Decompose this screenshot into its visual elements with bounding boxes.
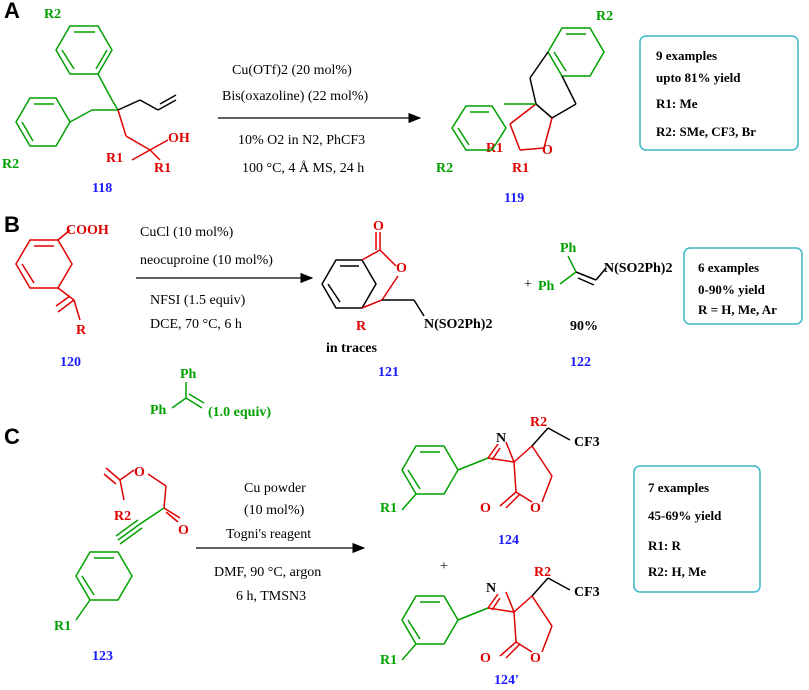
yield-122: 90% [570, 319, 598, 334]
o-label-124-ring: O [530, 501, 541, 516]
panel-label-a: A [4, 0, 20, 23]
molecule-119: R2 O R1 R1 R2 [436, 9, 613, 176]
cond-a-1: Cu(OTf)2 (20 mol%) [232, 63, 352, 78]
ph-label-122-1: Ph [560, 241, 577, 256]
r1-label-a1: R1 [106, 151, 123, 166]
ph-label-reagent-1: Ph [180, 367, 197, 382]
box-b-line-2: 0-90% yield [698, 282, 766, 297]
cooh-label: COOH [66, 223, 109, 238]
cf3-label-124: CF3 [574, 435, 600, 450]
box-a-line-3: R1: Me [656, 96, 698, 111]
r2-label-left: R2 [2, 157, 19, 172]
box-b-line-1: 6 examples [698, 260, 759, 275]
r2-label-123: R2 [114, 509, 131, 524]
oh-label: OH [168, 131, 190, 146]
cond-a-3: 10% O2 in N2, PhCF3 [238, 133, 365, 148]
o-label-123-ether: O [134, 465, 145, 480]
cond-c-3: Togni's reagent [226, 527, 311, 542]
r2-label-119-left: R2 [436, 161, 453, 176]
molecule-122: Ph Ph N(SO2Ph)2 [538, 241, 672, 294]
box-c-line-4: R2: H, Me [648, 564, 706, 579]
r-label-121: R [356, 319, 367, 334]
summary-box-c: 7 examples 45-69% yield R1: R R2: H, Me [633, 465, 761, 593]
box-a-line-4: R2: SMe, CF3, Br [656, 124, 756, 139]
r1-label-119b: R1 [512, 161, 529, 176]
box-c-line-3: R1: R [648, 538, 681, 553]
plus-b: + [524, 277, 532, 292]
o-label-124-carbonyl: O [480, 501, 491, 516]
panel-label-c: C [4, 424, 20, 449]
n-label-124p: N [486, 581, 496, 596]
cond-c-1: Cu powder [244, 481, 306, 496]
cond-b-1: CuCl (10 mol%) [140, 225, 234, 240]
r1-label-124: R1 [380, 501, 397, 516]
molecule-124-prime: R1 N R2 O O CF3 [380, 565, 600, 668]
molecule-123: R2 O O R1 [54, 465, 189, 634]
cond-a-4: 100 °C, 4 Å MS, 24 h [242, 160, 364, 176]
cond-b-4: DCE, 70 °C, 6 h [150, 317, 242, 332]
compound-121: 121 [378, 365, 399, 380]
diphenylethylene-reagent: Ph Ph (1.0 equiv) [150, 367, 271, 420]
compound-122: 122 [570, 355, 591, 370]
o-label-124p-carbonyl: O [480, 651, 491, 666]
compound-118: 118 [92, 181, 112, 196]
cond-b-3: NFSI (1.5 equiv) [150, 293, 246, 308]
summary-box-b: 6 examples 0-90% yield R = H, Me, Ar [683, 247, 803, 325]
summary-box-a: 9 examples upto 81% yield R1: Me R2: SMe… [639, 35, 799, 151]
r-label-120: R [76, 323, 87, 338]
ph-label-122-2: Ph [538, 279, 555, 294]
cond-c-4: DMF, 90 °C, argon [214, 565, 321, 580]
compound-119: 119 [504, 191, 524, 206]
n-label-124: N [496, 431, 506, 446]
nso2ph2-label-121: N(SO2Ph)2 [424, 317, 492, 332]
panel-label-b: B [4, 212, 20, 237]
o-label-119: O [542, 143, 553, 158]
r2-label-124p: R2 [534, 565, 551, 580]
plus-c: + [440, 559, 448, 574]
r2-label-124: R2 [530, 415, 547, 430]
cond-b-2: neocuproine (10 mol%) [140, 253, 273, 268]
cf3-label-124p: CF3 [574, 585, 600, 600]
nso2ph2-label-122: N(SO2Ph)2 [604, 261, 672, 276]
o-label-121-carbonyl: O [373, 219, 384, 234]
molecule-121: O O R N(SO2Ph)2 [321, 219, 492, 334]
r1-label-123: R1 [54, 619, 71, 634]
cond-a-2: Bis(oxazoline) (22 mol%) [222, 89, 369, 104]
box-c-line-1: 7 examples [648, 480, 709, 495]
compound-124: 124 [498, 533, 519, 548]
cond-c-2: (10 mol%) [244, 503, 305, 518]
molecule-118: R2 R2 OH R1 R1 [2, 7, 190, 176]
r1-label-119a: R1 [486, 141, 503, 156]
box-c-line-2: 45-69% yield [648, 508, 722, 523]
r1-label-a2: R1 [154, 161, 171, 176]
traces-note: in traces [326, 341, 377, 356]
o-label-121-ring: O [396, 261, 407, 276]
ph-label-reagent-2: Ph [150, 403, 167, 418]
box-a-line-2: upto 81% yield [656, 70, 741, 85]
compound-123: 123 [92, 649, 113, 664]
cond-c-5: 6 h, TMSN3 [236, 589, 306, 604]
box-b-line-3: R = H, Me, Ar [698, 302, 777, 317]
molecule-120: COOH R [15, 223, 109, 338]
compound-120: 120 [60, 355, 81, 370]
r1-label-124p: R1 [380, 653, 397, 668]
equiv-note: (1.0 equiv) [208, 405, 271, 420]
r2-label-top: R2 [44, 7, 61, 22]
molecule-124: R1 N R2 O O CF3 [380, 415, 600, 516]
box-a-line-1: 9 examples [656, 48, 717, 63]
compound-124-prime: 124' [494, 673, 519, 688]
o-label-124p-ring: O [530, 651, 541, 666]
o-label-123-keto: O [178, 523, 189, 538]
r2-label-119-top: R2 [596, 9, 613, 24]
